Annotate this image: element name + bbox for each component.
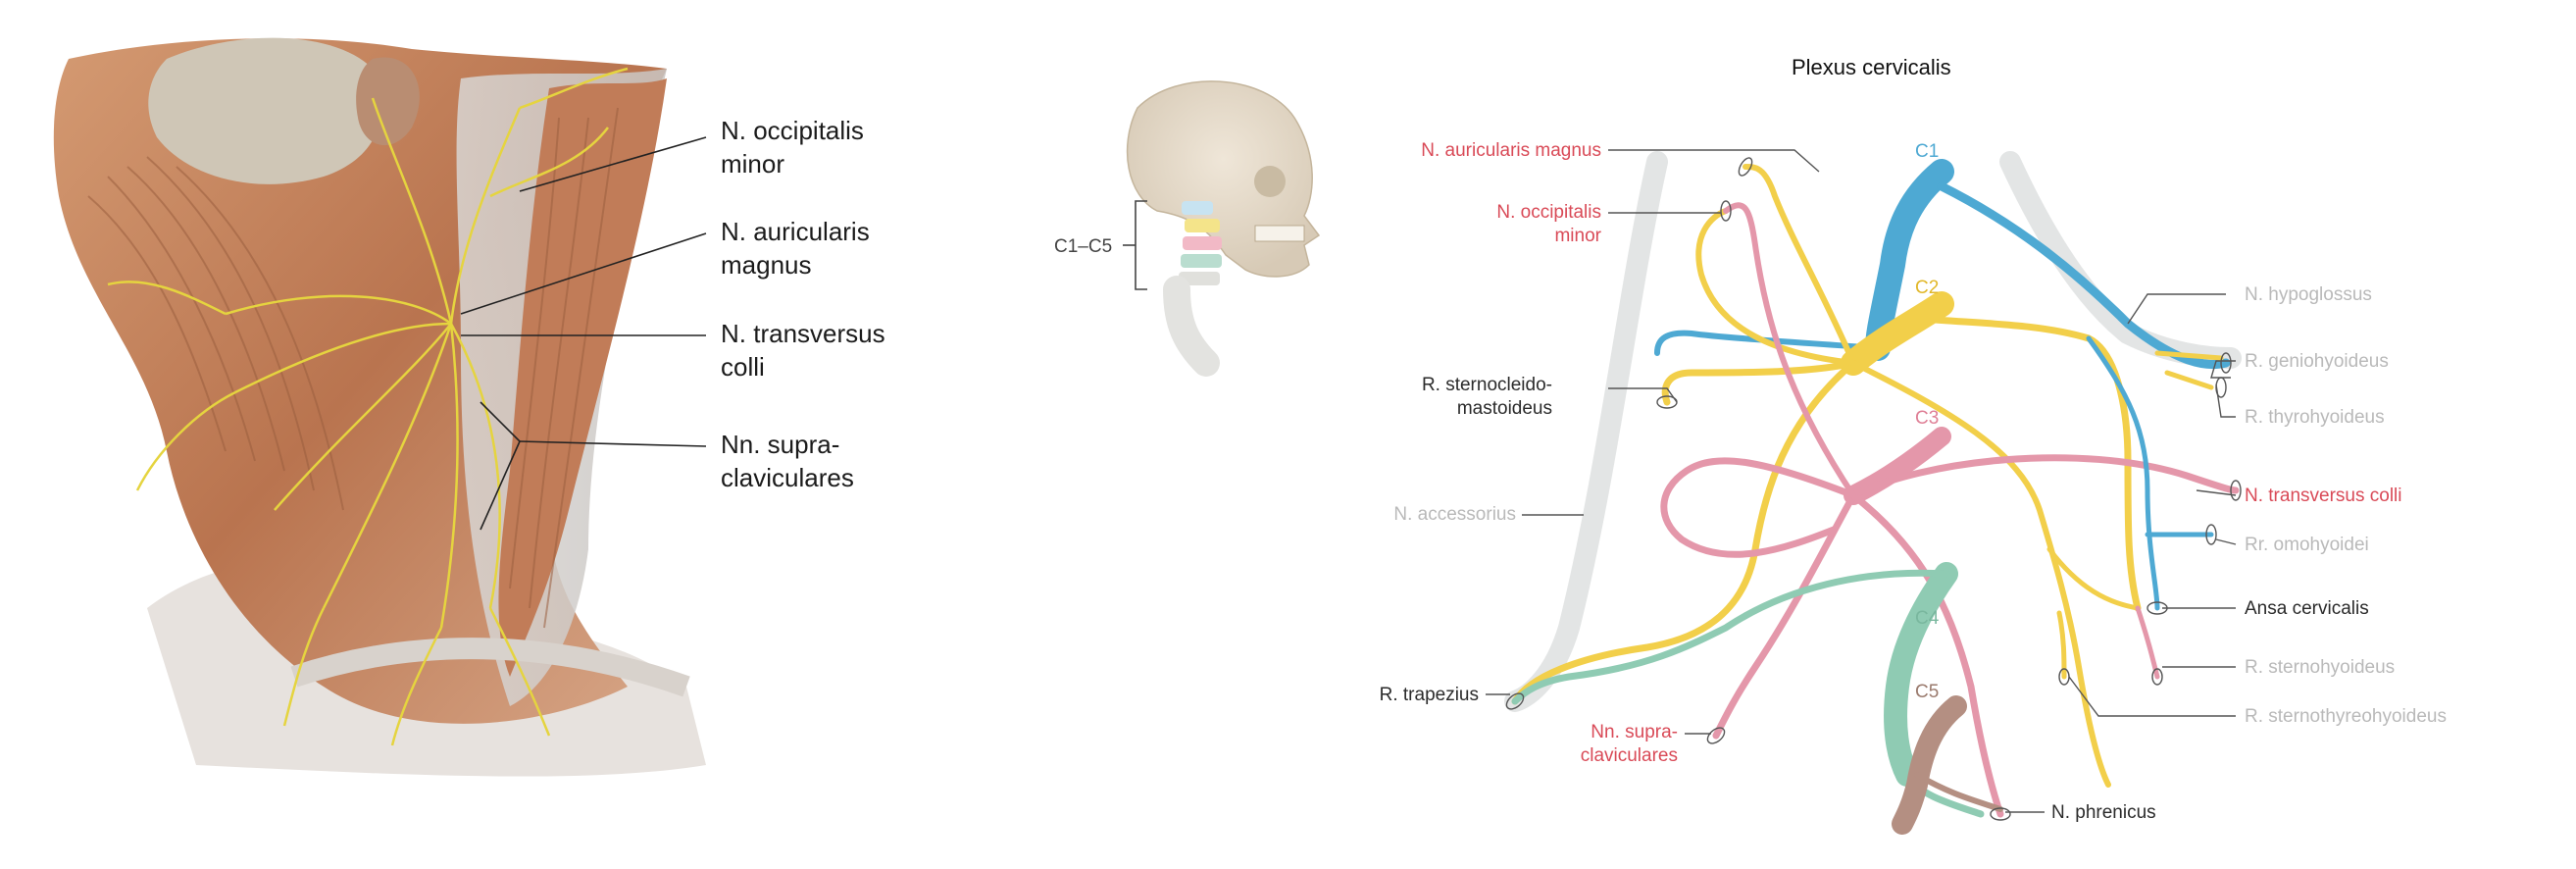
- right-leader-lines: [1486, 149, 2237, 813]
- label-sternothyreohyoideus: R. sternothyreohyoideus: [2245, 706, 2447, 727]
- label-occipitalis-minor-a: N. occipitalis: [1496, 202, 1601, 223]
- c2-branch-occipitalis: [1695, 208, 1856, 366]
- label-c5: C5: [1915, 682, 1939, 702]
- label-auricularis-magnus: N. auricularis magnus: [1421, 140, 1601, 161]
- root-labels: C1 C2 C3 C4 C5: [1915, 141, 1940, 702]
- label-transversus-colli-1: N. transversus: [721, 319, 885, 348]
- label-geniohyoideus: R. geniohyoideus: [2245, 351, 2389, 372]
- label-supraclaviculares-a: Nn. supra-: [1591, 722, 1678, 742]
- c5-root: [1892, 695, 1967, 835]
- skull-icon: [1126, 80, 1321, 278]
- label-thyrohyoideus: R. thyrohyoideus: [2245, 407, 2385, 428]
- c2-branch-trapezius: [1511, 359, 1857, 705]
- vertebra-c4: [1181, 254, 1222, 268]
- skull-orbit: [1254, 166, 1286, 197]
- label-c4: C4: [1915, 608, 1940, 629]
- c3-loop-sternocleido: [1660, 457, 1857, 558]
- neck-anatomy-illustration: [53, 37, 707, 777]
- label-transversus-colli: N. transversus colli: [2245, 486, 2402, 506]
- lower-spine: [1163, 276, 1220, 377]
- geniohyoid-branch: [2154, 350, 2224, 361]
- thyrohyoid-branch: [2164, 370, 2214, 390]
- label-ansa-cervicalis: Ansa cervicalis: [2245, 598, 2369, 619]
- label-sternocleido-a: R. sternocleido-: [1422, 375, 1552, 395]
- label-omohyoidei: Rr. omohyoidei: [2245, 535, 2369, 555]
- label-c3: C3: [1915, 408, 1939, 429]
- label-phrenicus: N. phrenicus: [2051, 802, 2156, 823]
- muscle-fibers: [87, 107, 619, 629]
- cervical-nerve-network: [107, 67, 629, 746]
- label-trapezius: R. trapezius: [1380, 685, 1479, 705]
- label-auricularis-magnus-2: magnus: [721, 250, 812, 280]
- vertebra-c1: [1182, 201, 1213, 215]
- vertebra-c2: [1185, 219, 1220, 232]
- ansa-sternohyoideus: [2135, 605, 2160, 680]
- c1-branch-hypoglossus: [1937, 181, 2231, 370]
- label-occipitalis-minor-b: minor: [1554, 226, 1601, 246]
- left-leader-lines: [460, 136, 707, 531]
- c4-root: [1884, 562, 1958, 787]
- nerve-end-markers: [1505, 157, 2242, 821]
- label-occipitalis-minor-1: N. occipitalis: [721, 116, 864, 145]
- vertebra-c5: [1179, 272, 1220, 285]
- label-sternocleido-b: mastoideus: [1457, 398, 1552, 419]
- clavicle: [290, 638, 690, 697]
- left-labels: N. occipitalis minor N. auricularis magn…: [721, 116, 885, 492]
- ansa-sternothyreo: [2056, 610, 2067, 680]
- skull-teeth: [1254, 225, 1305, 242]
- c5-branch-phrenicus: [1914, 772, 2003, 812]
- c4-branch-trapezius: [1511, 569, 1950, 705]
- c2-branch-sternocleido: [1661, 359, 1857, 406]
- label-supraclaviculares-b: claviculares: [1581, 745, 1678, 766]
- label-auricularis-magnus-1: N. auricularis: [721, 217, 870, 246]
- occipital-bone: [148, 37, 382, 184]
- c2-branch-auricularis: [1743, 164, 1856, 366]
- label-occipitalis-minor-2: minor: [721, 149, 784, 179]
- c3-branch-supraclav: [1712, 491, 1857, 740]
- diagram-title: Plexus cervicalis: [1792, 55, 1951, 79]
- label-supraclaviculares-2: claviculares: [721, 463, 854, 492]
- label-c1-c5: C1–C5: [1054, 236, 1112, 257]
- sternocleidomastoid-muscle: [498, 78, 667, 677]
- schematic-right-labels: N. hypoglossus R. geniohyoideus R. thyro…: [2051, 284, 2447, 823]
- skull-inset: C1–C5: [1054, 80, 1321, 377]
- ear-region: [356, 57, 420, 146]
- c2-branch-phrenicus: [1850, 360, 2111, 788]
- label-sternohyoideus: R. sternohyoideus: [2245, 657, 2395, 678]
- label-supraclaviculares-1: Nn. supra-: [721, 430, 839, 459]
- ansa-inferior-root: [2046, 546, 2141, 611]
- label-c2: C2: [1915, 278, 1939, 298]
- c1-branch-sternocleido: [1654, 330, 1881, 356]
- vertebra-bracket: [1135, 200, 1147, 290]
- plexus-schematic: [1504, 151, 2242, 835]
- label-c1: C1: [1915, 141, 1939, 162]
- c3-branch-phrenicus: [1849, 491, 2004, 818]
- label-transversus-colli-2: colli: [721, 352, 765, 382]
- ansa-blue-line: [2086, 335, 2160, 611]
- c2-root: [1841, 291, 1954, 376]
- vertebra-c3: [1183, 236, 1222, 250]
- label-accessorius: N. accessorius: [1393, 504, 1516, 525]
- c3-branch-occipitalis: [1723, 202, 1856, 498]
- schematic-left-labels: N. auricularis magnus N. occipitalis min…: [1380, 140, 1678, 766]
- c3-branch-transversus: [1849, 454, 2240, 499]
- label-hypoglossus: N. hypoglossus: [2245, 284, 2372, 305]
